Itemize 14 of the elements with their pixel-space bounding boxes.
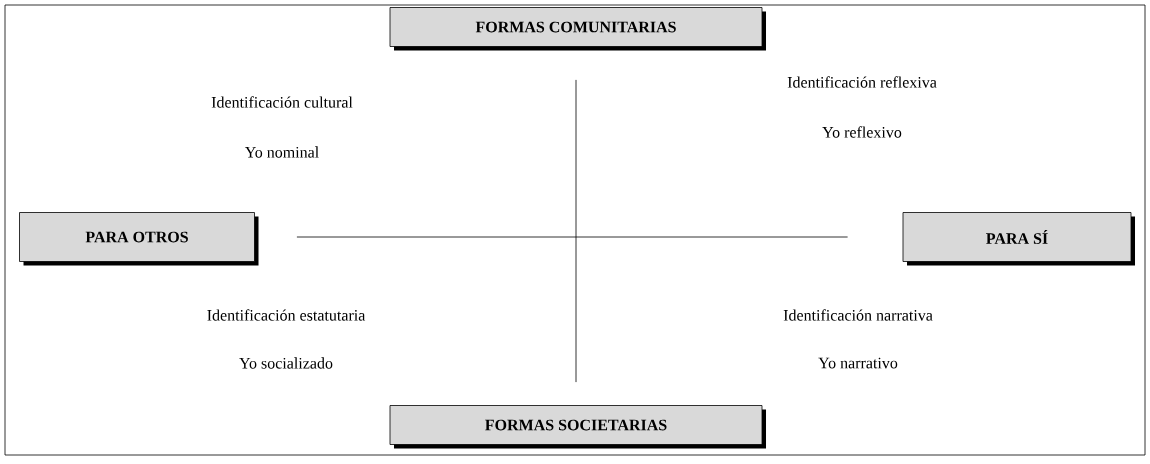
label-box: FORMAS COMUNITARIAS	[389, 7, 766, 51]
label-box: PARA SÍ	[902, 212, 1135, 266]
quadrant-text: Yo narrativo	[818, 357, 898, 369]
quadrant-text: Identificación cultural	[211, 96, 353, 108]
quadrant-text: Identificación estatutaria	[207, 309, 366, 321]
label-box: PARA OTROS	[19, 212, 259, 266]
quadrant-text: Identificación reflexiva	[787, 76, 937, 88]
quadrant-text: Yo socializado	[239, 357, 333, 369]
quadrant-text: Yo nominal	[245, 146, 319, 158]
axis-line	[296, 236, 848, 238]
axis-line	[575, 79, 577, 383]
quadrant-text: Yo reflexivo	[822, 126, 902, 138]
label-box: FORMAS SOCIETARIAS	[389, 405, 766, 449]
quadrant-text: Identificación narrativa	[783, 309, 933, 321]
